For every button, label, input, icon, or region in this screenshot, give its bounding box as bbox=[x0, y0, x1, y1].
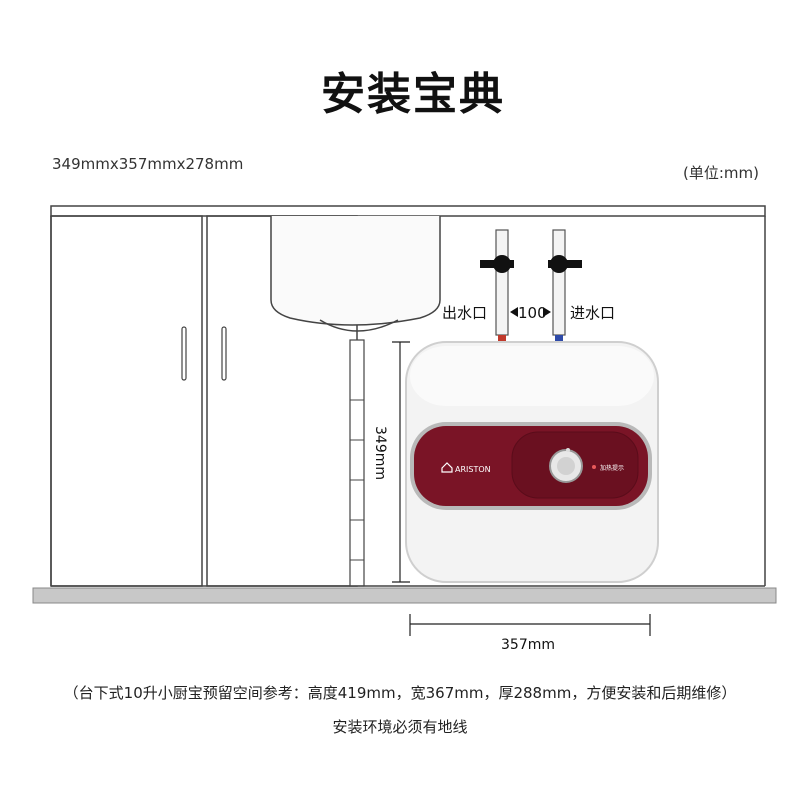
page-title: 安装宝典 bbox=[321, 69, 505, 120]
width-dimension bbox=[409, 614, 651, 636]
drain-pipe bbox=[349, 339, 365, 587]
unit-label: (单位:mm) bbox=[683, 164, 759, 182]
pipe-spacing-label: 100 bbox=[518, 304, 547, 322]
brand-label: ARISTON bbox=[455, 465, 491, 474]
countertop bbox=[50, 205, 766, 217]
door-handle-left bbox=[181, 326, 187, 381]
height-label: 349mm bbox=[372, 426, 388, 480]
height-dimension bbox=[392, 341, 410, 583]
sink-bowl bbox=[270, 216, 441, 326]
inlet-valve-icon bbox=[550, 255, 568, 273]
floor bbox=[32, 587, 777, 604]
heating-indicator-label: 加热提示 bbox=[600, 464, 624, 472]
water-heater bbox=[405, 341, 659, 583]
cabinet-door-left bbox=[50, 215, 203, 587]
inlet-label: 进水口 bbox=[570, 304, 615, 322]
ariston-logo-icon bbox=[441, 462, 453, 473]
water-pipes bbox=[480, 229, 582, 343]
grounding-note: 安装环境必须有地线 bbox=[332, 718, 468, 736]
product-dimensions: 349mmx357mmx278mm bbox=[52, 155, 244, 173]
outlet-label: 出水口 bbox=[442, 304, 487, 322]
outlet-pipe bbox=[495, 229, 509, 336]
width-label: 357mm bbox=[501, 637, 555, 653]
inlet-pipe bbox=[552, 229, 566, 336]
cabinet bbox=[50, 205, 766, 587]
space-reference-note: （台下式10升小厨宝预留空间参考：高度419mm，宽367mm，厚288mm，方… bbox=[63, 684, 737, 702]
outlet-valve-icon bbox=[493, 255, 511, 273]
door-handle-right bbox=[221, 326, 227, 381]
